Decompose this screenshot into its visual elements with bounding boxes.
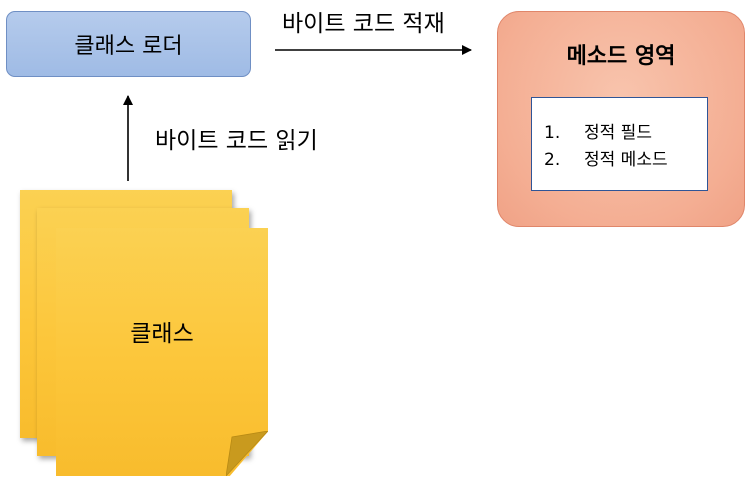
method-area-item: 1. 정적 필드 <box>544 120 707 147</box>
class-page-front <box>56 228 268 476</box>
item-number: 2. <box>544 150 561 170</box>
load-edge-label: 바이트 코드 적재 <box>282 11 445 37</box>
method-area-box: 메소드 영역 1. 정적 필드 2. 정적 메소드 <box>497 11 745 227</box>
method-area-title: 메소드 영역 <box>566 44 676 69</box>
class-loader-label: 클래스 로더 <box>74 34 183 59</box>
page-fold-corner <box>226 431 268 476</box>
class-loader-box: 클래스 로더 <box>6 11 251 77</box>
item-text: 정적 필드 <box>584 123 652 143</box>
method-area-list: 1. 정적 필드 2. 정적 메소드 <box>531 97 708 191</box>
class-files-label: 클래스 <box>130 321 194 347</box>
read-edge-label: 바이트 코드 읽기 <box>155 128 318 154</box>
method-area-item: 2. 정적 메소드 <box>544 147 707 174</box>
item-number: 1. <box>544 123 561 143</box>
item-text: 정적 메소드 <box>584 150 668 170</box>
